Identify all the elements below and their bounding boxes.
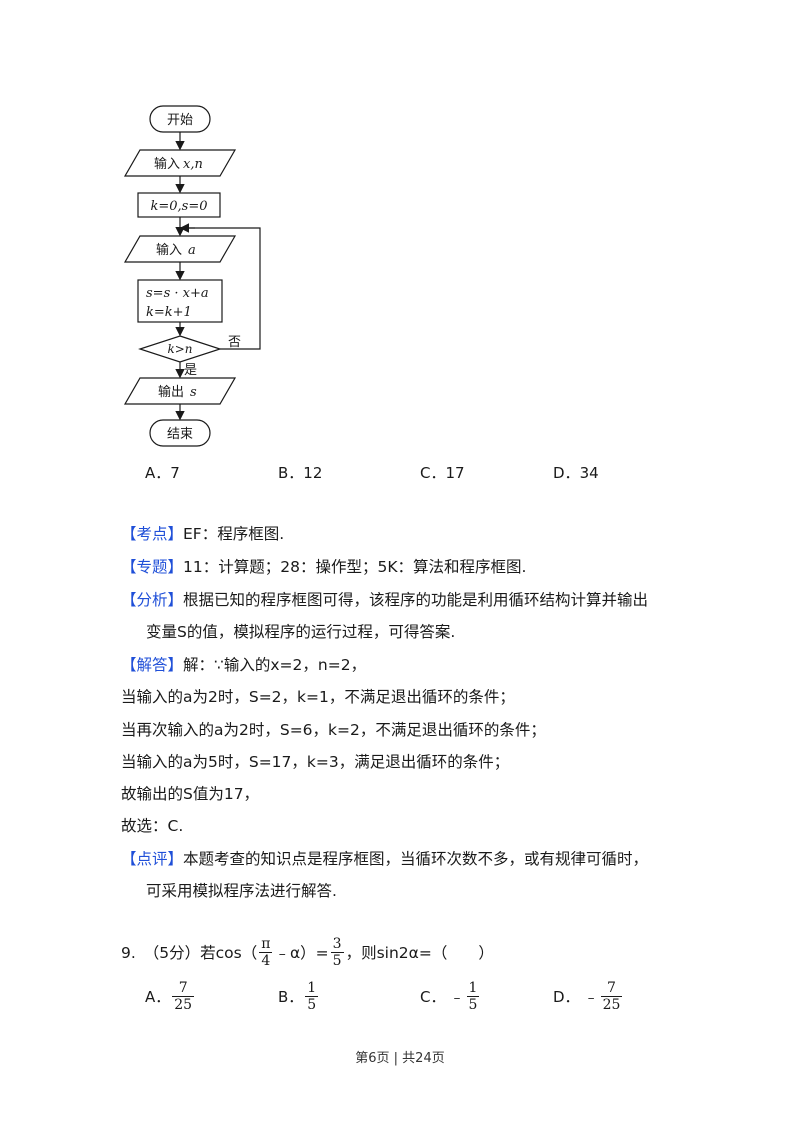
kaodian-tag: 【考点】 bbox=[121, 525, 184, 543]
no-label: 否 bbox=[228, 335, 241, 350]
end-label: 结束 bbox=[167, 427, 193, 442]
solution-step-4: 故输出的S值为17， bbox=[121, 785, 260, 803]
fenxi-line-2: 变量S的值，模拟程序的运行过程，可得答案. bbox=[146, 623, 456, 641]
zhuanti-line: 【专题】11：计算题；28：操作型；5K：算法和程序框图. bbox=[121, 558, 527, 576]
input-xn-box bbox=[123, 149, 237, 177]
input-xn-vars: x,n bbox=[183, 157, 203, 172]
q8-option-c[interactable]: C．17 bbox=[420, 464, 465, 482]
input-a-var: a bbox=[188, 243, 196, 258]
svg-text:输入x,n: 输入x,n bbox=[154, 156, 203, 172]
solution-step-5: 故选：C. bbox=[121, 817, 184, 835]
solution-step-3: 当输入的a为5时，S=17，k=3，满足退出循环的条件； bbox=[121, 753, 510, 771]
start-label: 开始 bbox=[167, 113, 193, 128]
update-line1: s=s · x+a bbox=[146, 286, 209, 301]
zhuanti-tag: 【专题】 bbox=[121, 558, 184, 576]
yes-label: 是 bbox=[184, 363, 197, 378]
q8-option-b[interactable]: B．12 bbox=[278, 464, 323, 482]
update-line2: k=k+1 bbox=[146, 305, 192, 320]
solution-step-2: 当再次输入的a为2时，S=6，k=2，不满足退出循环的条件； bbox=[121, 721, 546, 739]
dianping-line: 【点评】本题考查的知识点是程序框图，当循环次数不多，或有规律可循时， bbox=[121, 850, 649, 868]
solution-step-1: 当输入的a为2时，S=2，k=1，不满足退出循环的条件； bbox=[121, 688, 515, 706]
input-a-box bbox=[123, 235, 237, 263]
end-terminal bbox=[149, 419, 211, 447]
svg-text:输出s: 输出 s bbox=[158, 384, 197, 400]
q9-number: 9. bbox=[121, 943, 136, 962]
q8-option-d[interactable]: D．34 bbox=[553, 464, 599, 482]
fenxi-tag: 【分析】 bbox=[121, 591, 184, 609]
output-var: s bbox=[190, 385, 197, 400]
init-label: k=0,s=0 bbox=[150, 199, 207, 214]
svg-text:输入a: 输入 a bbox=[156, 242, 196, 258]
kaodian-line: 【考点】EF：程序框图. bbox=[121, 525, 285, 543]
jieda-tag: 【解答】 bbox=[121, 656, 184, 674]
dianping-tag: 【点评】 bbox=[121, 850, 184, 868]
q8-option-a[interactable]: A．7 bbox=[145, 464, 180, 482]
dianping-line-2: 可采用模拟程序法进行解答. bbox=[146, 882, 337, 900]
condition-label: k>n bbox=[167, 342, 192, 356]
input-a-prefix: 输入 bbox=[156, 242, 182, 258]
jieda-line: 【解答】解：∵输入的x=2，n=2， bbox=[121, 656, 367, 674]
output-prefix: 输出 bbox=[158, 384, 184, 400]
init-box bbox=[137, 192, 221, 218]
page-footer: 第6页 | 共24页 bbox=[355, 1051, 445, 1066]
output-box bbox=[123, 377, 237, 405]
input-xn-prefix: 输入 bbox=[154, 156, 180, 172]
fenxi-line: 【分析】根据已知的程序框图可得，该程序的功能是利用循环结构计算并输出 bbox=[121, 591, 649, 609]
